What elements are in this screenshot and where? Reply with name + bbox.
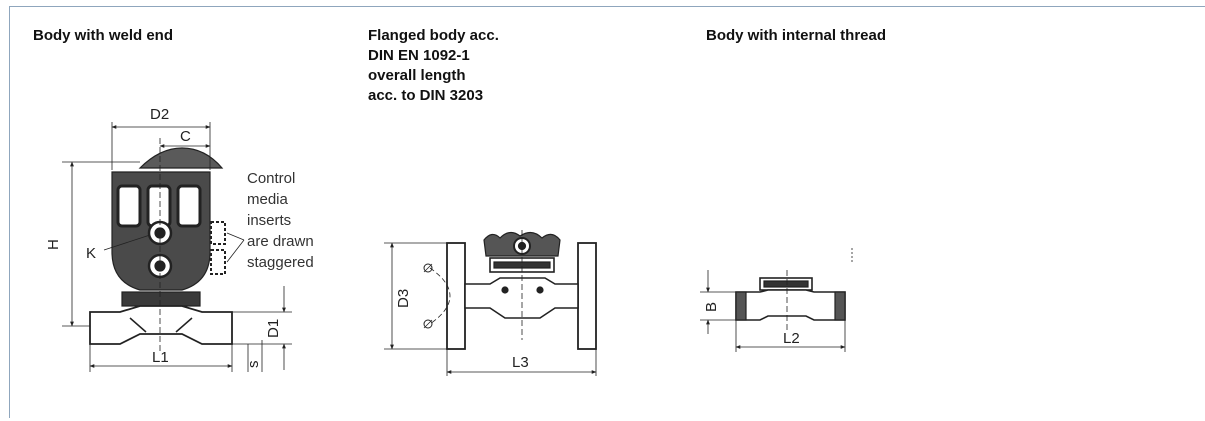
label-c: C [180, 128, 191, 145]
bonnet [121, 291, 201, 307]
label-l2: L2 [783, 330, 800, 347]
staggered-insert [210, 221, 226, 245]
frame-top-border [9, 6, 1205, 7]
note-line: inserts [247, 212, 291, 229]
label-s: s [245, 361, 262, 369]
note-line: Control [247, 170, 295, 187]
heading-weld-end: Body with weld end [33, 27, 174, 44]
actuator-window [146, 184, 172, 228]
label-d3: D3 [395, 289, 412, 308]
label-k: K [86, 245, 96, 262]
actuator-window [116, 184, 142, 228]
frame-left-border [9, 6, 10, 418]
flanged-body-drawing [384, 230, 597, 376]
valve-body [735, 289, 846, 321]
threaded-body-drawing [700, 248, 853, 352]
label-h: H [45, 239, 62, 250]
valve-body [89, 305, 233, 345]
label-d1: D1 [265, 319, 282, 338]
staggered-insert [210, 249, 226, 275]
heading-internal-thread: Body with internal thread [706, 27, 887, 44]
actuator-window [176, 184, 202, 228]
label-l1: L1 [152, 349, 169, 366]
label-l3: L3 [512, 354, 529, 371]
actuator-cap [138, 147, 224, 169]
heading-flanged-body: Flanged body acc. DIN EN 1092-1 overall … [368, 27, 499, 104]
thread-end-right [834, 291, 846, 321]
note-line: media [247, 191, 289, 208]
right-flange [577, 242, 597, 350]
weld-end-drawing [62, 122, 292, 372]
note-line: are drawn [247, 233, 314, 250]
thread-end-left [735, 291, 747, 321]
valve-body [464, 277, 579, 319]
label-d2: D2 [150, 106, 169, 123]
note-line: staggered [247, 254, 314, 271]
label-b: B [703, 302, 720, 312]
